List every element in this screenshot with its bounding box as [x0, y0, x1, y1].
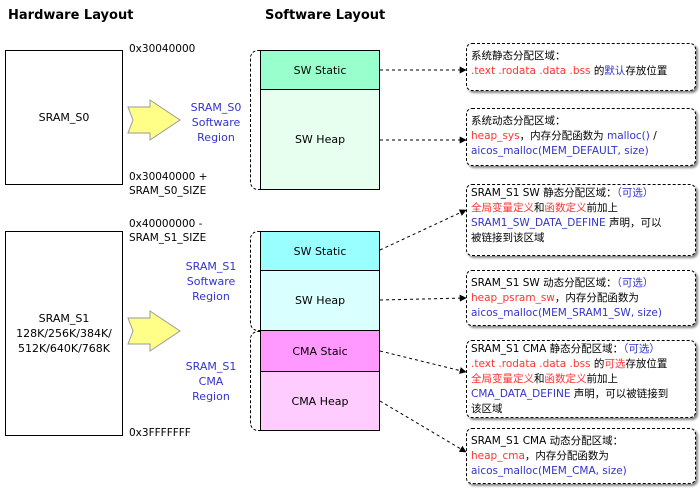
sram-s1-label: SRAM_S1	[38, 312, 90, 325]
region-label-s0-software: SRAM_S0 Software Region	[186, 100, 246, 145]
sram-s0-label: SRAM_S0	[38, 111, 90, 124]
note6-heap-name: heap_cma	[471, 450, 525, 462]
sram-s0-box: SRAM_S0	[5, 50, 123, 185]
connector-cma-heap	[379, 400, 467, 453]
note2-malloc: malloc()	[606, 130, 650, 142]
note-system-static: 系统静态分配区域： .text .rodata .data .bss 的默认存放…	[466, 43, 696, 91]
bracket-s0-software	[250, 50, 260, 190]
region-label-s1-cma: SRAM_S1 CMA Region	[181, 359, 241, 404]
note2-sep: /	[649, 130, 657, 142]
note3-global-vars: 全局变量定义	[471, 202, 534, 214]
bracket-s1-cma	[250, 331, 260, 431]
note1-mid: 的	[590, 65, 605, 77]
hardware-layout-heading: Hardware Layout	[8, 8, 134, 23]
region-s0-line-2: Software	[191, 116, 241, 129]
region-s0-line-3: Region	[197, 131, 235, 144]
region-cma-line-2: CMA	[198, 375, 224, 388]
note5-mid0: 的	[590, 358, 605, 370]
note1-sections: .text .rodata .data .bss	[471, 65, 591, 77]
connector-sw-static-s1	[379, 209, 467, 251]
software-layout-heading: Software Layout	[265, 8, 386, 23]
note1-title: 系统静态分配区域：	[471, 50, 566, 62]
note3-pre: 前加上	[586, 202, 619, 214]
note1-default: 默认	[604, 65, 626, 77]
note5-tail2: 该区域	[471, 403, 503, 415]
sram-s1-size-line-1: 128K/256K/384K/	[16, 327, 112, 340]
sw-heap-s0-block: SW Heap	[260, 89, 380, 190]
s1-end-address: 0x3FFFFFFF	[129, 427, 191, 439]
s1-start-address-line-1: 0x40000000 -	[129, 218, 203, 230]
connector-sw-heap-s1	[379, 294, 467, 302]
note3-optional: （可选）	[616, 187, 654, 199]
note6-aicos-malloc: aicos_malloc(MEM_CMA, size)	[471, 465, 627, 477]
sw-static-s1-block: SW Static	[260, 231, 380, 271]
note6-mid: ，内存分配函数为	[524, 450, 609, 462]
note3-func-def: 函数定义	[544, 202, 587, 214]
note4-aicos-malloc: aicos_malloc(MEM_SRAM1_SW, size)	[471, 307, 662, 319]
region-cma-line-1: SRAM_S1	[185, 360, 237, 373]
fat-arrow-s0	[127, 99, 181, 141]
note3-and: 和	[534, 202, 545, 214]
note5-and: 和	[534, 373, 545, 385]
note-s1-cma-static: SRAM_S1 CMA 静态分配区域：（可选） .text .rodata .d…	[466, 340, 696, 418]
s0-end-address-line-2: SRAM_S0_SIZE	[129, 185, 207, 197]
sw-heap-s1-label: SW Heap	[294, 294, 346, 307]
sw-heap-s0-label: SW Heap	[294, 133, 346, 146]
region-s1-sw-line-2: Software	[186, 275, 236, 288]
cma-heap-label: CMA Heap	[291, 394, 349, 408]
region-cma-line-3: Region	[192, 390, 230, 403]
note2-mid: ，内存分配函数为	[519, 130, 607, 142]
region-s1-sw-line-1: SRAM_S1	[185, 260, 237, 273]
note2-title: 系统动态分配区域：	[471, 115, 566, 127]
note-s1-sw-static: SRAM_S1 SW 静态分配区域：（可选） 全局变量定义和函数定义前加上 SR…	[466, 184, 696, 256]
sw-static-s0-block: SW Static	[260, 50, 380, 90]
note5-func-def: 函数定义	[544, 373, 587, 385]
bracket-s1-software	[250, 231, 260, 331]
note2-heap-name: heap_sys	[471, 130, 520, 142]
note4-optional: （可选）	[616, 277, 654, 289]
cma-heap-block: CMA Heap	[260, 371, 380, 431]
note5-sections: .text .rodata .data .bss	[471, 358, 591, 370]
note5-tail0: 存放位置	[625, 358, 668, 370]
s1-start-address-line-2: SRAM_S1_SIZE	[129, 232, 207, 244]
region-s1-sw-line-3: Region	[192, 290, 230, 303]
note5-optional: （可选）	[623, 343, 660, 355]
note3-tail2: 被链接到该区域	[471, 232, 545, 244]
note3-macro: SRAM1_SW_DATA_DEFINE	[471, 217, 606, 229]
note4-heap-name: heap_psram_sw	[471, 292, 555, 304]
note-s1-sw-heap: SRAM_S1 SW 动态分配区域：（可选） heap_psram_sw，内存分…	[466, 270, 696, 326]
note2-aicos-malloc: aicos_malloc(MEM_DEFAULT, size)	[471, 145, 649, 157]
note5-pre: 前加上	[586, 373, 619, 385]
sw-static-s0-label: SW Static	[293, 63, 347, 77]
note3-tail: 声明，可以	[605, 217, 662, 229]
note5-global-vars: 全局变量定义	[471, 373, 534, 385]
note5-macro: CMA_DATA_DEFINE	[471, 388, 571, 400]
sw-static-s1-label: SW Static	[293, 244, 347, 258]
note1-tail: 存放位置	[625, 65, 668, 77]
cma-static-block: CMA Staic	[260, 330, 380, 372]
s1-start-address: 0x40000000 - SRAM_S1_SIZE	[129, 217, 206, 245]
fat-arrow-s1	[127, 310, 181, 352]
sram-s1-box: SRAM_S1 128K/256K/384K/ 512K/640K/768K	[5, 231, 123, 436]
s0-end-address: 0x30040000 + SRAM_S0_SIZE	[129, 170, 207, 198]
note5-optional-word: 可选	[604, 358, 626, 370]
cma-static-label: CMA Staic	[292, 344, 348, 358]
note6-title: SRAM_S1 CMA 动态分配区域：	[471, 435, 624, 447]
s0-start-address: 0x30040000	[129, 43, 196, 55]
note4-title: SRAM_S1 SW 动态分配区域：	[471, 277, 617, 289]
region-s0-line-1: SRAM_S0	[190, 101, 242, 114]
region-label-s1-software: SRAM_S1 Software Region	[181, 259, 241, 304]
s0-end-address-line-1: 0x30040000 +	[129, 171, 208, 183]
sw-heap-s1-block: SW Heap	[260, 270, 380, 331]
note4-mid: ，内存分配函数为	[554, 292, 639, 304]
note-system-heap: 系统动态分配区域： heap_sys，内存分配函数为 malloc() / ai…	[466, 108, 696, 166]
connector-cma-static	[379, 350, 467, 374]
note5-tail: 声明，可以被链接到	[570, 388, 669, 400]
note3-title: SRAM_S1 SW 静态分配区域：	[471, 187, 617, 199]
note5-title: SRAM_S1 CMA 静态分配区域：	[471, 343, 624, 355]
note-s1-cma-heap: SRAM_S1 CMA 动态分配区域： heap_cma，内存分配函数为 aic…	[466, 428, 696, 484]
sram-s1-size-line-2: 512K/640K/768K	[17, 342, 111, 355]
